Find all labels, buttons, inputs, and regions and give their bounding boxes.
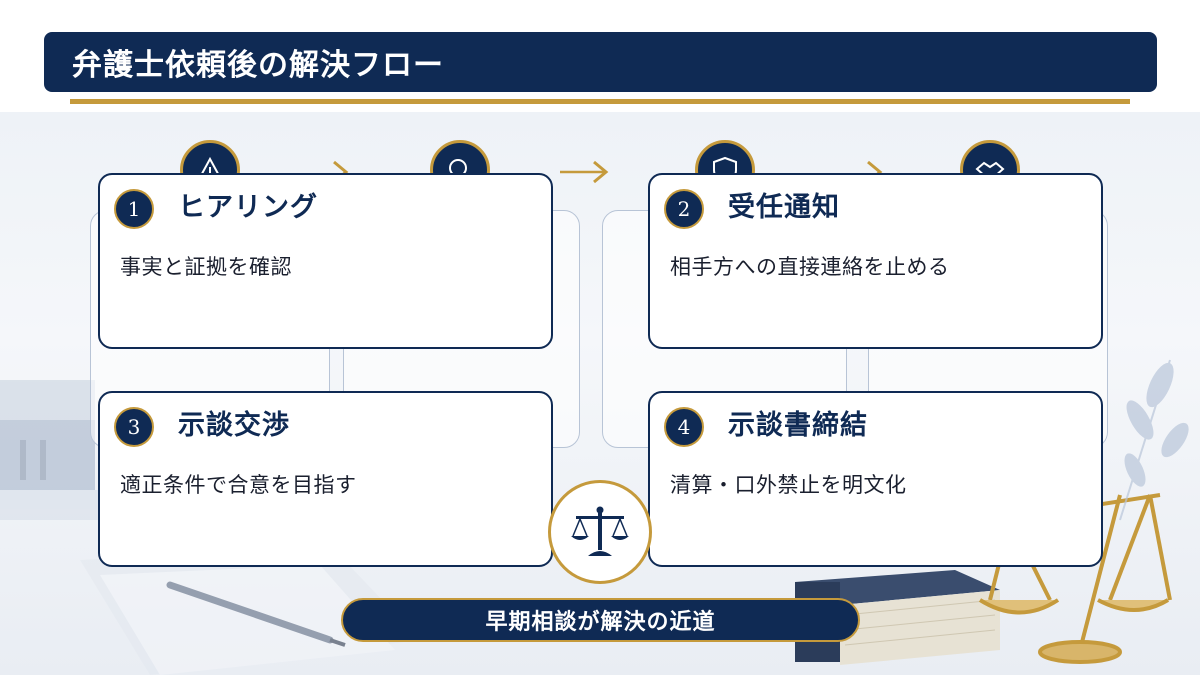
- step-title: 示談交渉: [178, 403, 290, 442]
- step-number-badge: 1: [114, 189, 154, 229]
- step-card-1: 1 ヒアリング 事実と証拠を確認: [98, 173, 553, 349]
- step-number-badge: 2: [664, 189, 704, 229]
- step-card-3: 3 示談交渉 適正条件で合意を目指す: [98, 391, 553, 567]
- flow-arrow-2: [560, 158, 610, 186]
- step-title: ヒアリング: [178, 185, 318, 224]
- banner-text: 早期相談が解決の近道: [485, 604, 715, 636]
- scales-of-justice-icon: [548, 480, 652, 584]
- page-title: 弁護士依頼後の解決フロー: [72, 40, 444, 84]
- step-number-badge: 4: [664, 407, 704, 447]
- step-description: 事実と証拠を確認: [120, 251, 292, 281]
- step-description: 相手方への直接連絡を止める: [670, 251, 950, 281]
- step-card-2: 2 受任通知 相手方への直接連絡を止める: [648, 173, 1103, 349]
- step-card-4: 4 示談書締結 清算・口外禁止を明文化: [648, 391, 1103, 567]
- step-title: 示談書締結: [728, 403, 868, 442]
- title-bar: 弁護士依頼後の解決フロー: [44, 32, 1157, 92]
- step-number-badge: 3: [114, 407, 154, 447]
- title-underline: [70, 99, 1130, 104]
- step-title: 受任通知: [728, 185, 840, 224]
- bottom-banner: 早期相談が解決の近道: [341, 598, 860, 642]
- step-description: 清算・口外禁止を明文化: [670, 469, 907, 499]
- step-description: 適正条件で合意を目指す: [120, 469, 357, 499]
